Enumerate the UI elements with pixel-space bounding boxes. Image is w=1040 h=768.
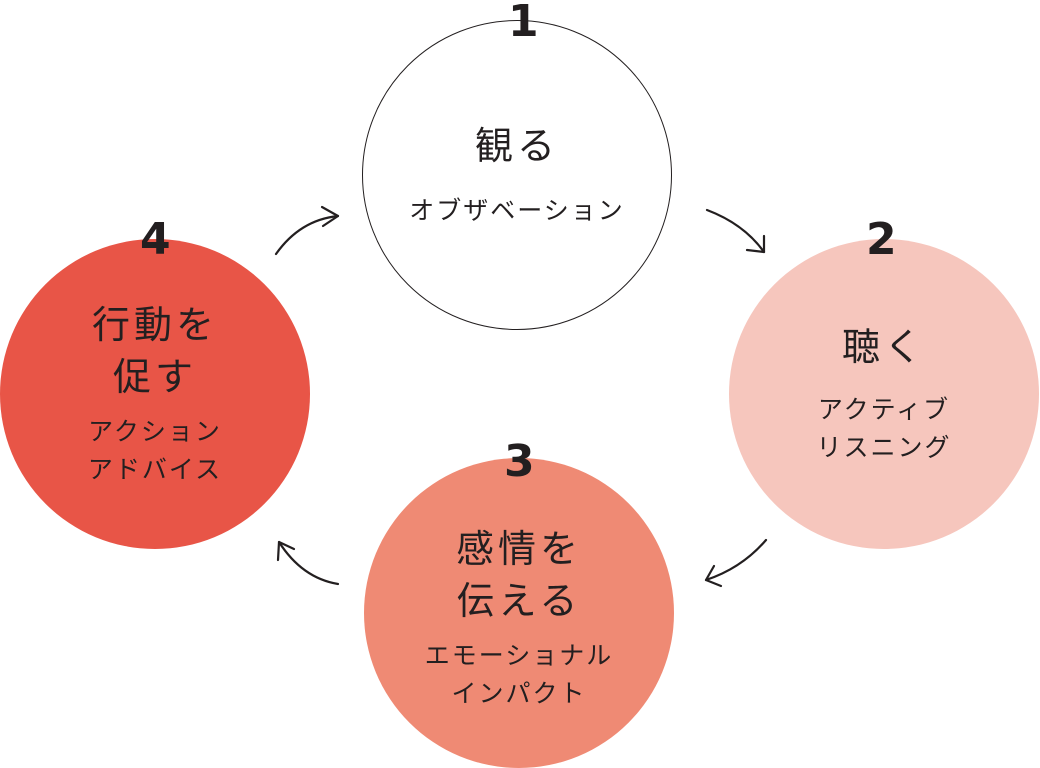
step-1-circle: 観る オブザベーション: [362, 20, 672, 330]
step-4-number: 4: [140, 214, 171, 265]
step-2-circle: 聴く アクティブ リスニング: [729, 239, 1039, 549]
step-3-subtitle: エモーショナル インパクト: [424, 641, 614, 708]
step-4-title: 行動を 促す: [91, 303, 218, 399]
step-4-circle: 行動を 促す アクション アドバイス: [0, 239, 310, 549]
step-1-number: 1: [508, 0, 539, 47]
arrow-3-to-4: [276, 540, 340, 586]
step-2-title: 聴く: [841, 325, 926, 369]
arrow-2-to-3: [704, 538, 768, 588]
step-1-subtitle: オブザベーション: [409, 196, 625, 225]
step-3-title: 感情を 伝える: [455, 527, 582, 623]
step-2-number: 2: [866, 214, 897, 265]
arrow-1-to-2: [705, 208, 766, 254]
step-3-number: 3: [504, 436, 535, 487]
step-1-title: 観る: [474, 124, 559, 168]
step-2-subtitle: アクティブ リスニング: [816, 395, 952, 462]
step-3-circle: 感情を 伝える エモーショナル インパクト: [364, 458, 674, 768]
arrow-4-to-1: [274, 205, 340, 256]
step-4-subtitle: アクション アドバイス: [87, 417, 223, 484]
